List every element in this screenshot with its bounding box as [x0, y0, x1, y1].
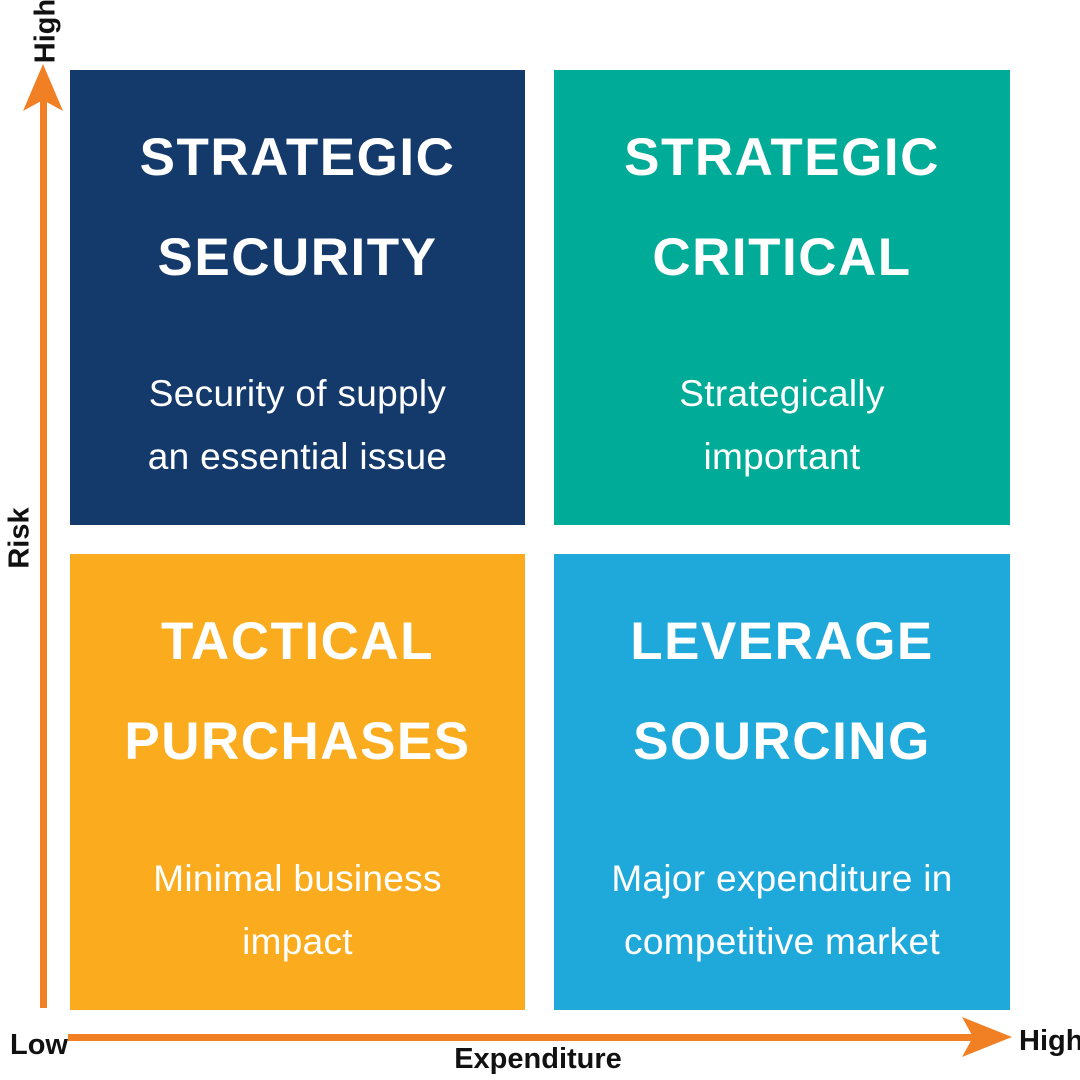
quadrant-subtitle-line: Major expenditure in — [611, 858, 953, 900]
quadrant-strategic-security: STRATEGIC SECURITY Security of supply an… — [70, 70, 525, 525]
quadrant-title: LEVERAGE SOURCING — [630, 592, 934, 791]
y-axis-title: Risk — [3, 507, 36, 569]
y-axis-arrow-up-icon — [23, 64, 63, 111]
quadrant-subtitle: Security of supply an essential issue — [148, 363, 448, 489]
quadrant-title-line: TACTICAL — [160, 612, 434, 671]
quadrant-title-line: CRITICAL — [652, 227, 912, 287]
x-axis-high-label: High — [1019, 1025, 1080, 1057]
quadrant-leverage-sourcing: LEVERAGE SOURCING Major expenditure in c… — [554, 554, 1010, 1010]
quadrant-tactical-purchases: TACTICAL PURCHASES Minimal business impa… — [70, 554, 525, 1010]
quadrant-subtitle-line: an essential issue — [147, 436, 448, 478]
x-axis-arrow-right-icon — [962, 1017, 1012, 1057]
x-axis-title: Expenditure — [454, 1043, 622, 1075]
origin-low-label: Low — [10, 1029, 68, 1061]
quadrant-subtitle-line: Strategically — [679, 373, 885, 415]
y-axis-line — [40, 98, 47, 1008]
quadrant-subtitle-line: Security of supply — [148, 373, 447, 415]
quadrant-title: TACTICAL PURCHASES — [124, 592, 470, 791]
quadrant-subtitle: Major expenditure in competitive market — [611, 848, 952, 974]
quadrant-subtitle-line: competitive market — [624, 921, 940, 963]
quadrant-subtitle-line: impact — [242, 921, 353, 963]
quadrant-title: STRATEGIC SECURITY — [140, 108, 456, 307]
quadrant-title-line: SOURCING — [633, 711, 931, 771]
quadrant-title-line: LEVERAGE — [630, 612, 934, 671]
quadrant-subtitle-line: Minimal business — [153, 858, 442, 900]
quadrant-title-line: STRATEGIC — [624, 128, 940, 187]
quadrant-subtitle-line: important — [703, 436, 861, 478]
quadrant-title-line: SECURITY — [157, 227, 438, 287]
quadrant-subtitle: Strategically important — [679, 363, 884, 489]
quadrant-title-line: STRATEGIC — [139, 128, 456, 187]
x-axis-line — [68, 1034, 975, 1041]
quadrant-title: STRATEGIC CRITICAL — [624, 108, 940, 307]
y-axis-high-label: High — [29, 0, 62, 64]
quadrant-title-line: PURCHASES — [124, 711, 471, 771]
quadrant-subtitle: Minimal business impact — [153, 848, 442, 974]
quadrant-strategic-critical: STRATEGIC CRITICAL Strategically importa… — [554, 70, 1010, 525]
